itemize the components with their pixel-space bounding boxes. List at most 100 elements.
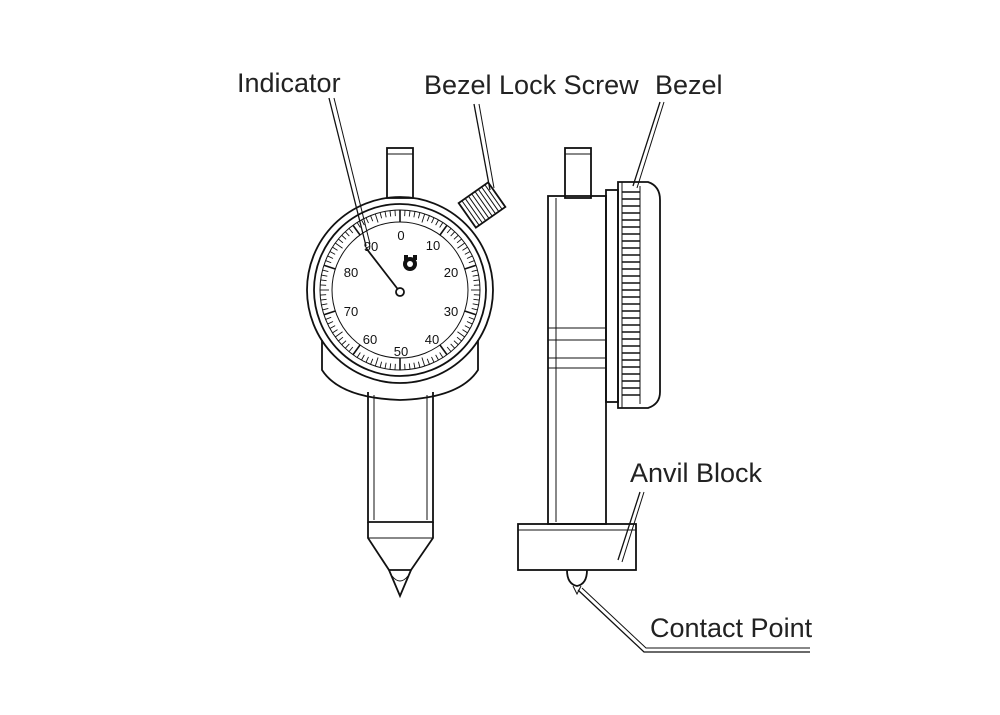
dial-number-40: 40	[425, 332, 439, 347]
dial-tick	[413, 362, 416, 369]
dial-tick	[322, 307, 329, 311]
dial-tick	[413, 211, 416, 218]
dial-tick	[462, 329, 468, 334]
dial-tick	[370, 358, 374, 365]
dial-tick	[408, 363, 411, 370]
dial-number-50: 50	[394, 344, 408, 359]
label-bezel-lock-screw: Bezel Lock Screw	[424, 70, 639, 100]
dial-tick	[457, 331, 465, 338]
label-anvil-block: Anvil Block	[630, 458, 763, 488]
contact-point	[566, 569, 588, 587]
dial-tick	[431, 217, 435, 224]
dial-tick	[471, 307, 478, 311]
front-cone	[367, 522, 434, 571]
dial-tick	[327, 255, 334, 259]
dial-tick	[421, 357, 426, 367]
side-view	[517, 147, 661, 596]
dial-number-90: 90	[364, 239, 378, 254]
indicator-leader	[328, 97, 367, 247]
dial-tick	[332, 246, 338, 251]
dial-tick	[335, 242, 343, 249]
dial-tick	[456, 336, 462, 342]
dial-tick	[332, 329, 338, 334]
dial-tick	[323, 264, 336, 270]
dial-number-20: 20	[444, 265, 458, 280]
dial-tick	[329, 325, 336, 329]
dial-number-60: 60	[363, 332, 377, 347]
dial-tick	[344, 343, 350, 349]
side-body	[547, 195, 607, 525]
dial-tick	[464, 264, 477, 270]
dial-tick	[453, 340, 459, 346]
dial-tick	[456, 238, 462, 244]
dial-tick	[464, 310, 477, 316]
dial-tick	[464, 325, 471, 329]
dial-number-30: 30	[444, 304, 458, 319]
dial-tick	[325, 260, 332, 264]
dial-tick	[468, 260, 475, 264]
dial-tick	[389, 210, 392, 217]
dial-tick	[417, 212, 421, 219]
dial-tick	[320, 298, 327, 301]
dial-tick	[466, 321, 473, 325]
dial-tick	[450, 343, 456, 349]
dial-tick	[321, 274, 328, 277]
contact-point-leader	[577, 589, 810, 653]
dial-tick	[439, 222, 444, 228]
dial-tick	[329, 251, 336, 255]
dial-tick	[348, 346, 354, 352]
dial-tick	[374, 357, 379, 367]
bezel-leader	[632, 101, 661, 187]
dial-tick	[426, 215, 430, 222]
dial-tick	[464, 251, 471, 255]
dial-tick	[348, 228, 354, 234]
dial-face: 0 10 20 30 40 50 60 70 80 90	[306, 196, 494, 384]
dial-tick	[341, 340, 347, 346]
dial-tick	[417, 361, 421, 368]
dial-tick	[338, 238, 344, 244]
dial-tick	[341, 234, 347, 240]
counter-logo	[403, 255, 417, 271]
dial-tick	[471, 269, 478, 273]
dial-tick	[473, 298, 480, 301]
dial-tick	[356, 222, 361, 228]
dial-tick	[426, 358, 430, 365]
label-contact-point: Contact Point	[650, 613, 813, 643]
dial-tick	[325, 316, 332, 320]
dial-tick	[439, 224, 448, 236]
indicator-needle	[365, 247, 401, 293]
dial-tick	[462, 246, 468, 251]
dial-tick	[435, 219, 439, 226]
front-stem	[386, 147, 414, 199]
dial-tick	[472, 274, 479, 277]
dial-tick	[421, 213, 426, 223]
dial-tick	[446, 346, 452, 352]
dial-tick	[356, 352, 361, 358]
front-tip	[388, 569, 412, 599]
dial-tick	[370, 215, 374, 222]
dial-tick	[320, 279, 327, 282]
bezel-lock-screw-leader	[473, 103, 491, 191]
dial-tick	[468, 316, 475, 320]
dial-number-80: 80	[344, 265, 358, 280]
dial-tick	[473, 279, 480, 282]
dial-tick	[453, 234, 459, 240]
bezel-lock-screw	[457, 181, 507, 229]
dial-tick	[365, 217, 369, 224]
dial-tick	[389, 363, 392, 370]
dial-tick	[435, 354, 439, 361]
dial-tick	[352, 344, 361, 356]
dial-tick	[338, 336, 344, 342]
dial-tick	[323, 310, 336, 316]
side-bezel	[617, 181, 661, 409]
dial-tick	[327, 321, 334, 325]
dial-tick	[466, 255, 473, 259]
label-bezel: Bezel	[655, 70, 723, 100]
label-indicator: Indicator	[237, 68, 341, 98]
dial-tick	[322, 269, 329, 273]
anvil-block	[517, 523, 637, 571]
front-view: 0 10 20 30 40 50 60 70 80 90	[306, 147, 507, 599]
dial-tick	[379, 361, 383, 368]
dial-tick	[408, 210, 411, 217]
